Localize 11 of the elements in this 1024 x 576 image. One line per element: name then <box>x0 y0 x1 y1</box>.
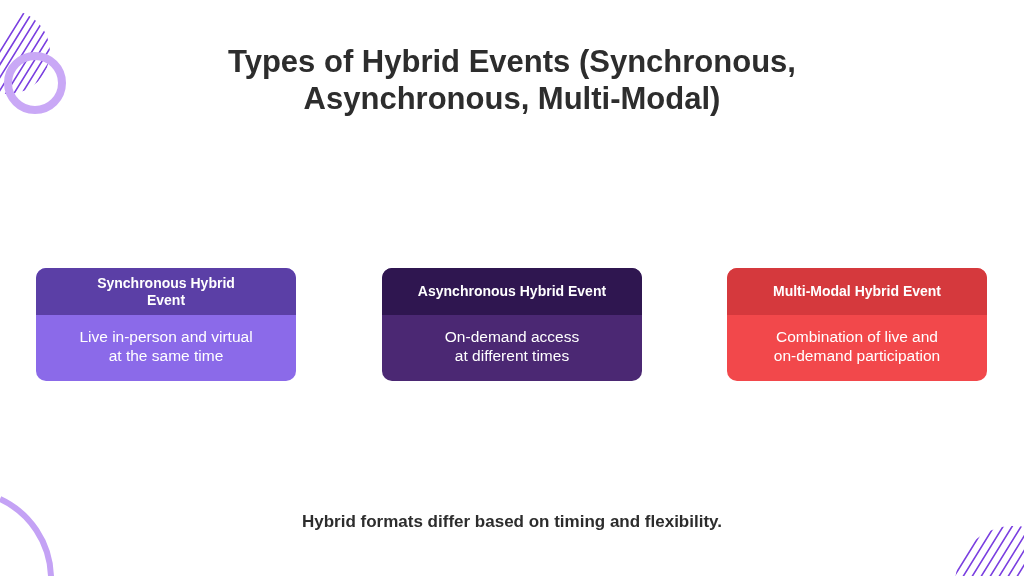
page-title: Types of Hybrid Events (Synchronous, Asynchronous, Multi-Modal) <box>227 43 797 117</box>
card-heading: Synchronous Hybrid Event <box>36 268 296 315</box>
card-description: Live in-person and virtual at the same time <box>78 327 254 366</box>
event-card <box>382 268 642 381</box>
card-description: On-demand access at different times <box>443 327 581 366</box>
card-heading: Multi-Modal Hybrid Event <box>727 268 987 315</box>
event-card <box>727 268 987 381</box>
event-card <box>36 268 296 381</box>
card-description: Combination of live and on-demand participation <box>772 327 942 366</box>
card-heading: Asynchronous Hybrid Event <box>382 268 642 315</box>
caption-text: Hybrid formats differ based on timing and flexibility. <box>301 511 723 533</box>
